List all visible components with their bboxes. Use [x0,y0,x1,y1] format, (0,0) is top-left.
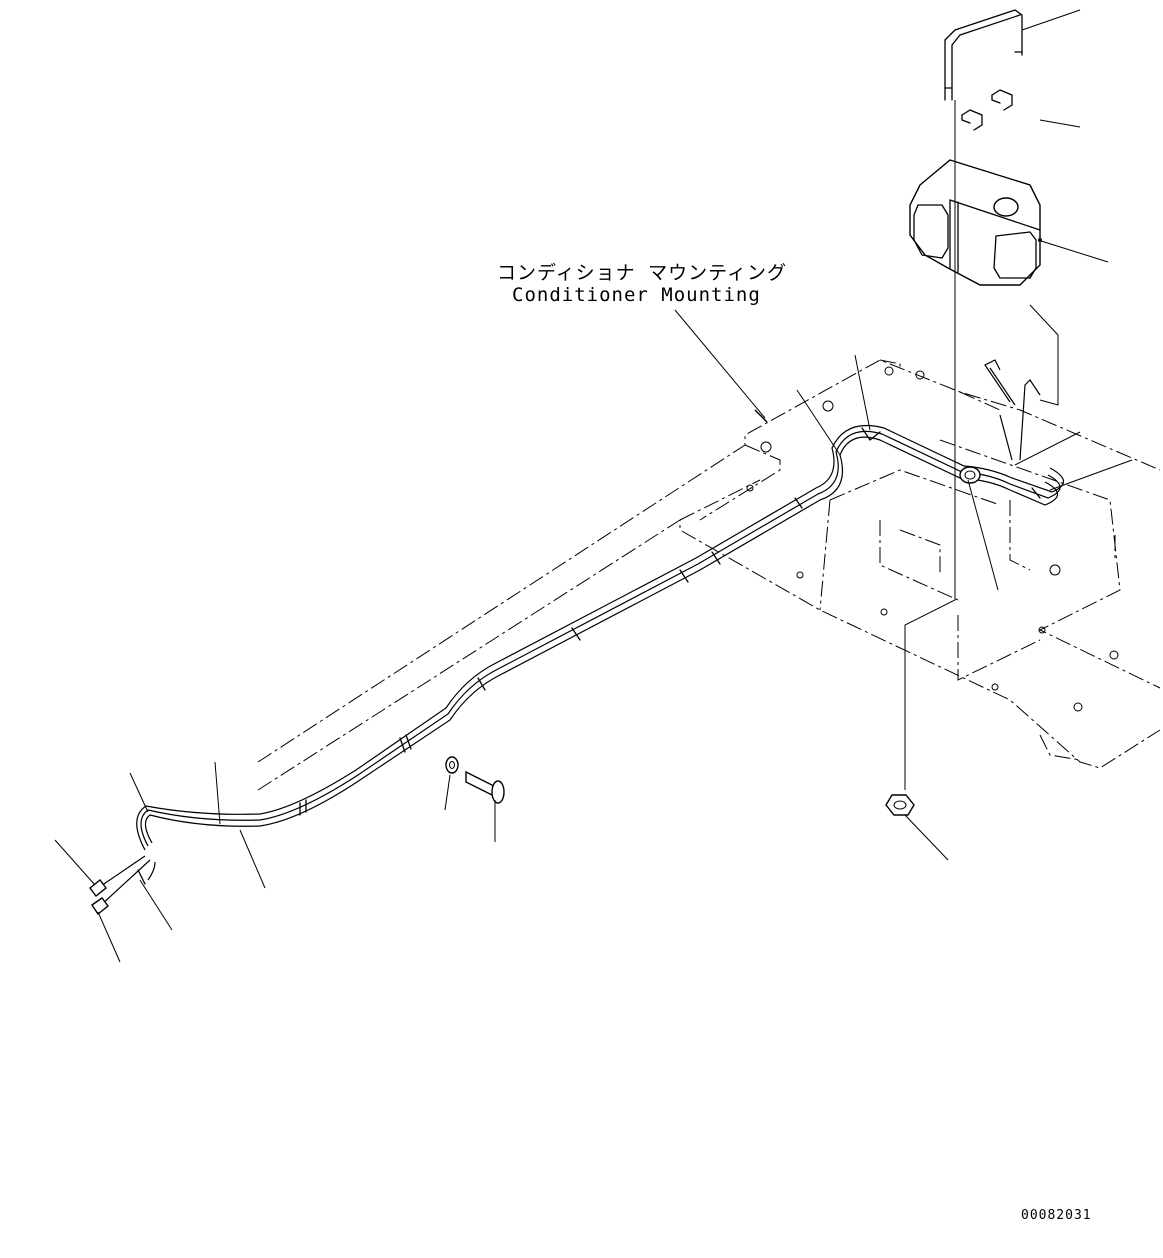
callout-label-english: Conditioner Mounting [512,284,761,306]
bolt-part [465,770,505,804]
tank-bracket [944,9,1023,101]
floor-frame [257,359,1161,791]
document-number: 00082031 [1021,1208,1092,1223]
floor-holes [746,366,1119,712]
nozzle-fittings [89,869,146,916]
nut-part [885,794,915,816]
callout-label-japanese: コンディショナ マウンティング [497,262,787,284]
leader-lines [54,9,1133,963]
tank-clips [961,89,1013,131]
washer-part [445,756,459,774]
washer-hose [97,359,1065,907]
center-lines [904,100,956,790]
washer-tank [909,159,1042,286]
hose-clamps [299,427,1041,816]
